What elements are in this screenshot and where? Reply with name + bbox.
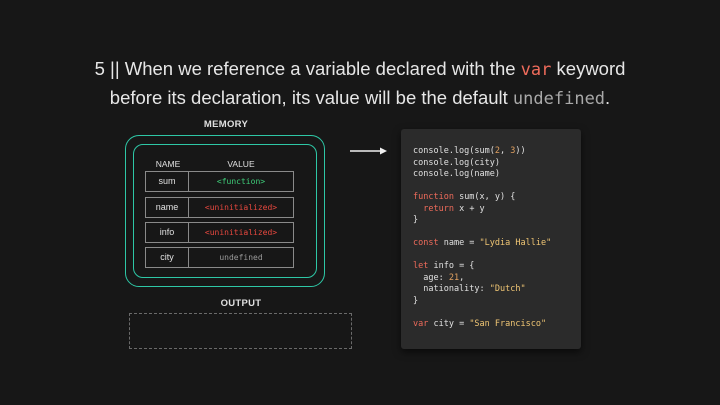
- code-token-num: 2: [494, 146, 501, 156]
- memory-row-value: <uninitialized>: [204, 203, 278, 212]
- memory-header-name: NAME: [155, 159, 181, 169]
- heading-text: .: [605, 87, 611, 108]
- code-line: console.log(city): [413, 158, 581, 170]
- memory-row-value: <function>: [216, 177, 266, 186]
- code-token-kw: return: [423, 203, 454, 214]
- code-line: var city = "San Francisco": [413, 319, 581, 331]
- code-token-plain: console.log(name): [413, 169, 500, 179]
- output-box: [129, 313, 352, 349]
- code-line: console.log(sum(2, 3)): [413, 146, 581, 158]
- code-token-str: "Dutch": [489, 284, 526, 294]
- code-token-plain: name =: [438, 238, 480, 248]
- code-token-str: "Lydia Hallie": [479, 238, 552, 248]
- code-line: return x + y: [413, 204, 581, 216]
- code-token-plain: nationality:: [413, 284, 490, 294]
- heading-text: before its declaration, its value will b…: [109, 87, 513, 108]
- memory-row-name-var: name <uninitialized>: [145, 197, 294, 218]
- code-line: age: 21,: [413, 273, 581, 285]
- output-label: OUTPUT: [220, 298, 262, 309]
- code-token-kw: let: [413, 261, 429, 271]
- memory-row-name: name: [146, 198, 189, 217]
- code-line: [413, 227, 581, 239]
- memory-row-info: info <uninitialized>: [145, 222, 294, 243]
- code-line: const name = "Lydia Hallie": [413, 238, 581, 250]
- code-token-plain: ,: [459, 272, 465, 283]
- code-token-plain: [413, 204, 423, 214]
- code-token-str: "San Francisco": [469, 318, 547, 329]
- heading-line-1: 5 || When we reference a variable declar…: [0, 55, 720, 84]
- code-token-plain: ,: [500, 146, 511, 156]
- code-editor: console.log(sum(2, 3))console.log(city)c…: [401, 129, 581, 349]
- code-token-plain: console.log(sum(: [413, 146, 495, 156]
- heading-keyword-undefined: undefined: [512, 89, 606, 109]
- memory-row-name: city: [146, 248, 189, 267]
- code-token-kw: var: [413, 318, 429, 329]
- memory-row-value: undefined: [219, 253, 263, 262]
- memory-row-sum: sum <function>: [145, 171, 294, 192]
- heading-keyword-var: var: [520, 60, 552, 80]
- code-token-plain: x + y: [453, 203, 485, 214]
- code-token-plain: console.log(city): [413, 157, 500, 168]
- memory-header-value: VALUE: [227, 159, 255, 169]
- memory-row-value: <uninitialized>: [204, 228, 278, 237]
- code-line: [413, 250, 581, 262]
- code-line: nationality: "Dutch": [413, 284, 581, 296]
- code-line: [413, 307, 581, 319]
- code-line: let info = {: [413, 261, 581, 273]
- memory-row-name: sum: [146, 172, 189, 191]
- code-line: [413, 181, 581, 193]
- memory-inner-frame: [133, 144, 317, 278]
- slide-heading: 5 || When we reference a variable declar…: [0, 55, 720, 113]
- code-line: }: [413, 296, 581, 308]
- code-token-plain: age:: [413, 272, 449, 283]
- code-token-plain: city =: [428, 318, 470, 329]
- code-token-plain: info = {: [428, 261, 475, 271]
- code-token-plain: )): [515, 146, 526, 156]
- code-token-plain: }: [413, 215, 419, 225]
- heading-text: keyword: [551, 58, 626, 79]
- memory-row-name: info: [146, 223, 189, 242]
- code-token-kw: function: [413, 192, 454, 202]
- memory-label: MEMORY: [203, 119, 249, 130]
- code-token-kw: const: [413, 238, 439, 248]
- code-token-num: 3: [510, 146, 516, 156]
- heading-line-2: before its declaration, its value will b…: [0, 84, 720, 113]
- memory-row-city: city undefined: [145, 247, 294, 268]
- arrow-right-icon: [350, 147, 387, 155]
- code-token-num: 21: [448, 272, 460, 283]
- heading-text: 5 || When we reference a variable declar…: [94, 58, 521, 79]
- memory-outer-frame: [125, 135, 325, 287]
- code-line: }: [413, 215, 581, 227]
- code-line: function sum(x, y) {: [413, 192, 581, 204]
- code-token-plain: }: [413, 295, 419, 306]
- code-line: console.log(name): [413, 169, 581, 181]
- code-token-plain: sum(x, y) {: [453, 192, 516, 202]
